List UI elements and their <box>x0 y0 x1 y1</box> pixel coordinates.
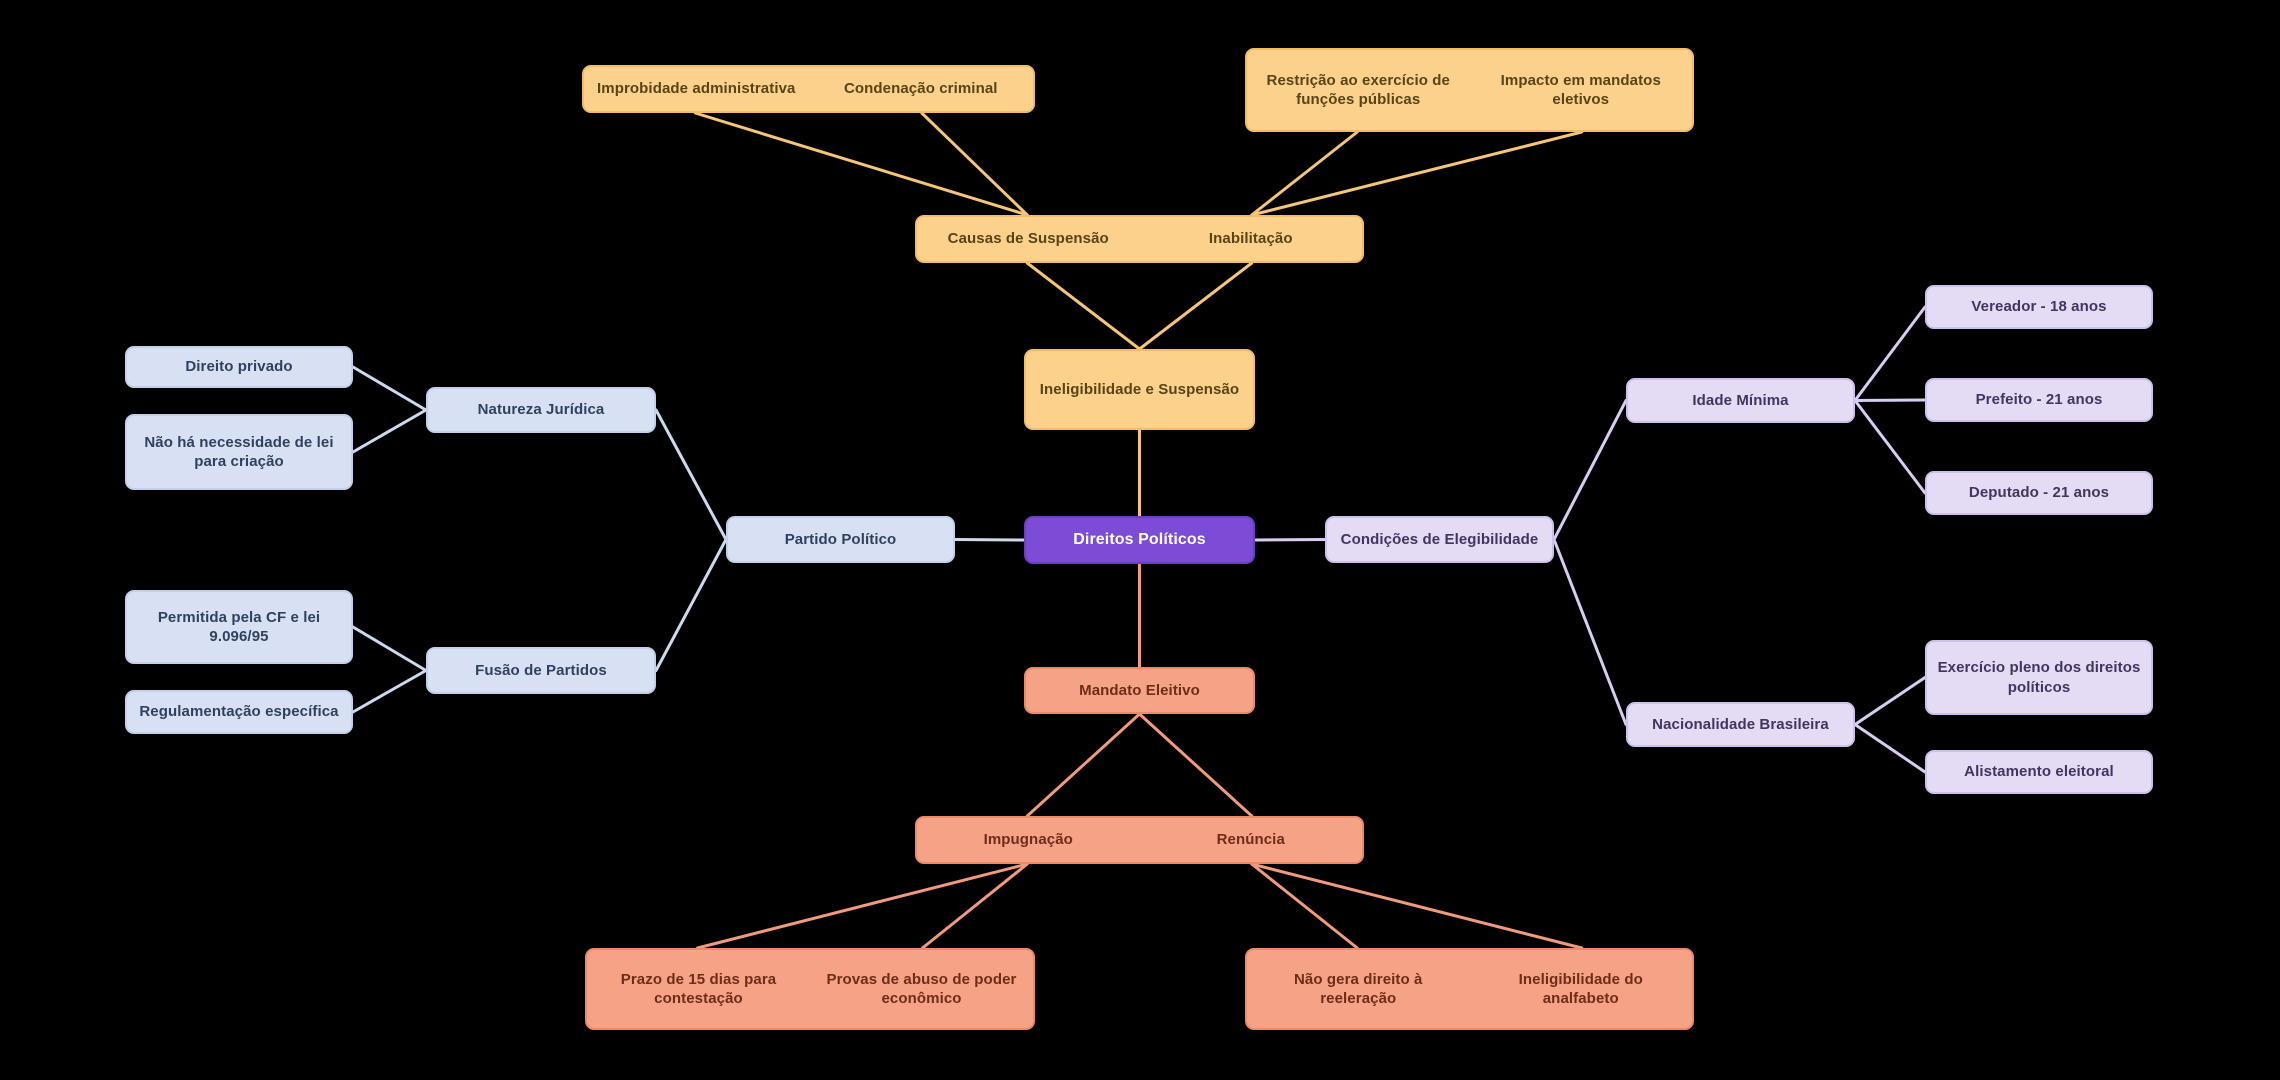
node-label-impugnacao: Impugnação <box>983 831 1073 849</box>
edge-causas-to-ineligibilidade <box>1025 261 1141 351</box>
node-nao-ha-necessidade: Não há necessidade de lei para criação <box>125 414 353 490</box>
node-label-partido: Partido Político <box>784 530 897 548</box>
edge-impacto-to-inabilitacao <box>1250 130 1584 217</box>
node-label-ineligibilidade: Ineligibilidade e Suspensão <box>1039 380 1240 398</box>
node-label-condenacao: Condenação criminal <box>843 80 998 98</box>
node-label-natureza: Natureza Jurídica <box>477 401 605 419</box>
node-label-idade: Idade Mínima <box>1692 391 1789 409</box>
node-label-prazo: Prazo de 15 dias para contestação <box>620 970 777 1008</box>
node-label-exercicio: Exercício pleno dos direitos políticos <box>1937 659 2141 696</box>
node-label-analfabeto: Ineligibilidade do analfabeto <box>1518 970 1643 1008</box>
node-mandato-eleitivo: Mandato Eleitivo <box>1024 667 1255 714</box>
node-label-nacionalidade: Nacionalidade Brasileira <box>1652 715 1829 733</box>
edge-condicoes-to-nacionalidade <box>1552 538 1628 726</box>
edge-mandato-to-renuncia <box>1138 712 1254 818</box>
edge-natureza-to-direito_privado <box>351 365 428 412</box>
node-condicoes-elegibilidade: Condições de Elegibilidade <box>1325 516 1554 563</box>
node-permitida-cf: Permitida pela CF e lei 9.096/95 <box>125 590 353 664</box>
node-alistamento-eleitoral: Alistamento eleitoral <box>1925 750 2153 794</box>
node-direito-privado: Direito privado <box>125 346 353 388</box>
node-causas-inabilitacao: Causas de Suspensão Inabilitação <box>915 215 1364 263</box>
edge-renuncia-to-nao_gera <box>1250 862 1359 950</box>
edge-idade-to-prefeito <box>1853 398 1927 402</box>
edge-partido-to-fusao <box>654 538 728 672</box>
node-ineligibilidade-suspensao: Ineligibilidade e Suspensão <box>1024 349 1255 430</box>
edge-impugnacao-to-provas <box>921 862 1029 950</box>
node-label-condicoes: Condições de Elegibilidade <box>1340 530 1539 548</box>
edge-idade-to-vereador <box>1853 305 1927 402</box>
edge-renuncia-to-analfabeto <box>1250 862 1584 950</box>
node-label-prefeito: Prefeito - 21 anos <box>1975 391 2103 409</box>
edge-impugnacao-to-prazo <box>696 862 1029 950</box>
node-label-inabilitacao: Inabilitação <box>1208 230 1293 248</box>
node-label-alistamento: Alistamento eleitoral <box>1964 763 2114 781</box>
edge-inabilitacao-to-ineligibilidade <box>1138 261 1254 351</box>
node-label-vereador: Vereador - 18 anos <box>1971 298 2107 316</box>
edge-condicoes-to-idade <box>1552 399 1628 541</box>
node-deputado-21: Deputado - 21 anos <box>1925 471 2153 515</box>
node-label-direito_privado: Direito privado <box>185 358 293 376</box>
node-impugnacao-renuncia: Impugnação Renúncia <box>915 816 1364 864</box>
edge-natureza-to-nao_ha <box>351 408 428 454</box>
edge-direitos-to-partido <box>953 538 1026 542</box>
node-label-deputado: Deputado - 21 anos <box>1968 484 2110 502</box>
node-label-provas: Provas de abuso de poder econômico <box>826 970 1017 1008</box>
node-prazo-provas: Prazo de 15 dias para contestação Provas … <box>585 948 1035 1030</box>
edge-fusao-to-permitida <box>351 625 428 672</box>
node-improbidade-condenacao: Improbidade administrativa Condenação cri… <box>582 65 1035 113</box>
node-label-direitos: Direitos Políticos <box>1073 530 1206 548</box>
node-label-regulamentacao: Regulamentação específica <box>139 703 339 721</box>
edge-condenacao-to-causas <box>920 111 1029 217</box>
node-label-renuncia: Renúncia <box>1216 831 1285 849</box>
node-partido-politico: Partido Político <box>726 516 955 563</box>
edge-nacionalidade-to-exercicio <box>1853 676 1927 726</box>
edge-fusao-to-regulamentacao <box>351 669 428 714</box>
node-natureza-juridica: Natureza Jurídica <box>426 387 656 433</box>
node-regulamentacao-especifica: Regulamentação específica <box>125 690 353 734</box>
node-label-impacto: Impacto em mandatos eletivos <box>1500 71 1661 109</box>
node-prefeito-21: Prefeito - 21 anos <box>1925 378 2153 422</box>
node-label-nao_ha: Não há necessidade de lei para criação <box>144 433 334 471</box>
node-naogera-analfabeto: Não gera direito à reeleração Ineligibili… <box>1245 948 1694 1030</box>
edge-idade-to-deputado <box>1853 399 1927 495</box>
node-label-nao_gera: Não gera direito à reeleração <box>1293 970 1423 1008</box>
edge-improbidade-to-causas <box>693 111 1029 217</box>
node-direitos-politicos: Direitos Políticos <box>1024 516 1255 564</box>
node-exercicio-pleno: Exercício pleno dos direitos políticos <box>1925 640 2153 715</box>
edge-direitos-to-condicoes <box>1253 538 1327 542</box>
edge-partido-to-natureza <box>654 408 728 541</box>
node-label-permitida: Permitida pela CF e lei 9.096/95 <box>157 608 321 646</box>
node-label-mandato: Mandato Eleitivo <box>1079 681 1200 699</box>
node-label-fusao: Fusão de Partidos <box>475 661 607 679</box>
node-label-causas: Causas de Suspensão <box>947 230 1109 248</box>
node-vereador-18: Vereador - 18 anos <box>1925 285 2153 329</box>
edge-restricao-to-inabilitacao <box>1250 130 1359 217</box>
edge-nacionalidade-to-alistamento <box>1853 723 1927 774</box>
node-label-restricao: Restrição ao exercício de funções públic… <box>1266 71 1450 109</box>
node-label-improbidade: Improbidade administrativa <box>597 80 796 98</box>
node-nacionalidade-brasileira: Nacionalidade Brasileira <box>1626 702 1855 747</box>
node-fusao-partidos: Fusão de Partidos <box>426 647 656 694</box>
edge-mandato-to-impugnacao <box>1025 712 1141 818</box>
node-idade-minima: Idade Mínima <box>1626 378 1855 423</box>
node-restricao-impacto: Restrição ao exercício de funções públic… <box>1245 48 1694 132</box>
